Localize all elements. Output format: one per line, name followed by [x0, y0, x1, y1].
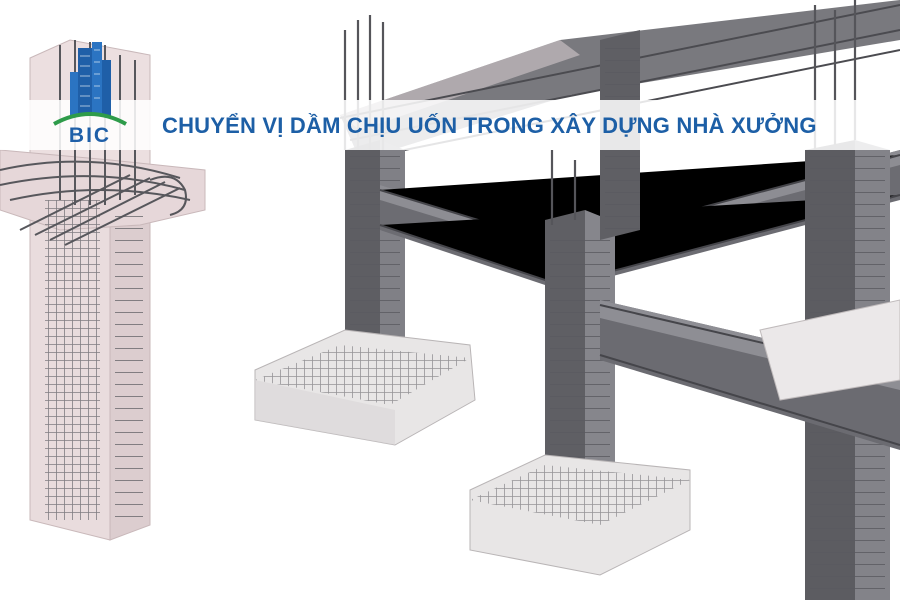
frame-structure	[254, 0, 900, 600]
left-column	[0, 39, 206, 541]
bic-logo: BIC	[50, 38, 130, 150]
building-skyline-icon	[53, 42, 127, 126]
title-banner	[0, 100, 900, 150]
page-title: CHUYỂN VỊ DẦM CHỊU UỐN TRONG XÂY DỰNG NH…	[162, 113, 817, 138]
logo-text: BIC	[68, 124, 112, 147]
